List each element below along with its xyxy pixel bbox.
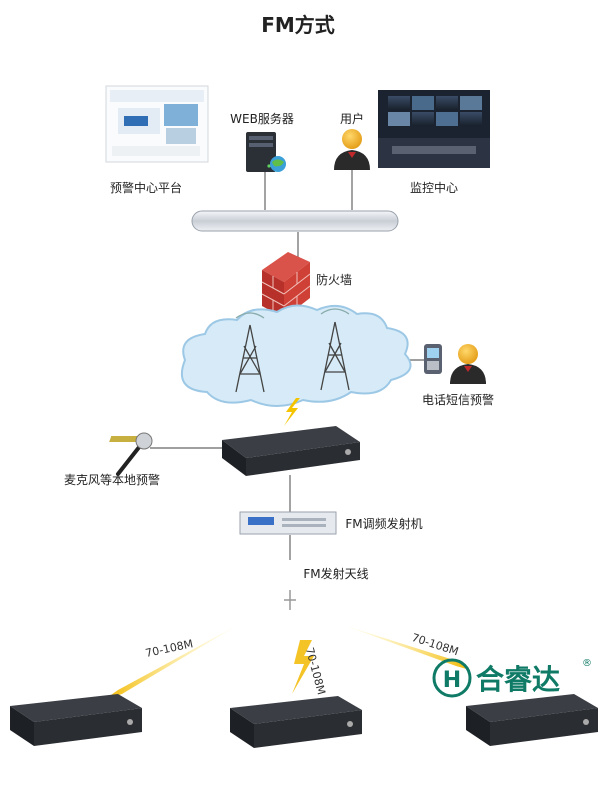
band-left-label: 70-108M xyxy=(144,637,194,660)
radio-tower-left-icon xyxy=(235,312,265,393)
mic-alert-label: 麦克风等本地预警 xyxy=(64,472,160,487)
beam-right xyxy=(346,626,470,670)
server-icon xyxy=(246,132,286,172)
diagram-title: FM方式 xyxy=(261,13,335,37)
receiver-device-right xyxy=(466,694,598,746)
logo-letter: H xyxy=(443,668,461,693)
logo-registered-mark: ® xyxy=(582,658,592,669)
logo-ring-icon xyxy=(432,658,472,698)
lightning-bolt-icon xyxy=(284,398,300,426)
fm-antenna-icon xyxy=(284,590,296,610)
fm-transmitter-device xyxy=(239,511,337,535)
user-icon xyxy=(334,129,370,170)
monitor-center-photo xyxy=(378,90,490,168)
platform-label: 预警中心平台 xyxy=(110,180,182,195)
receiver-device-center xyxy=(230,696,362,748)
beam-left xyxy=(104,626,236,700)
web-server-label: WEB服务器 xyxy=(230,111,294,126)
firewall-label: 防火墙 xyxy=(316,272,352,287)
mobile-phone-icon xyxy=(424,344,442,374)
microphone-icon xyxy=(116,432,153,476)
network-cloud xyxy=(180,304,412,407)
central-receiver-device xyxy=(109,426,360,476)
user-label: 用户 xyxy=(340,111,364,126)
company-logo: H 合睿达 ® xyxy=(432,658,592,698)
radio-tower-right-icon xyxy=(320,308,350,391)
band-center-label: 70-108M xyxy=(303,646,328,696)
network-bus xyxy=(191,210,399,232)
phone-alert-label: 电话短信预警 xyxy=(422,392,494,407)
receiver-device-left xyxy=(10,694,142,746)
fm-transmitter-label: FM调频发射机 xyxy=(345,516,422,531)
fm-antenna-label: FM发射天线 xyxy=(303,566,368,581)
logo-text: 合睿达 xyxy=(476,663,560,696)
monitor-label: 监控中心 xyxy=(410,180,458,195)
beam-center xyxy=(292,640,314,694)
person-icon xyxy=(450,344,486,384)
platform-screenshot xyxy=(105,85,209,163)
